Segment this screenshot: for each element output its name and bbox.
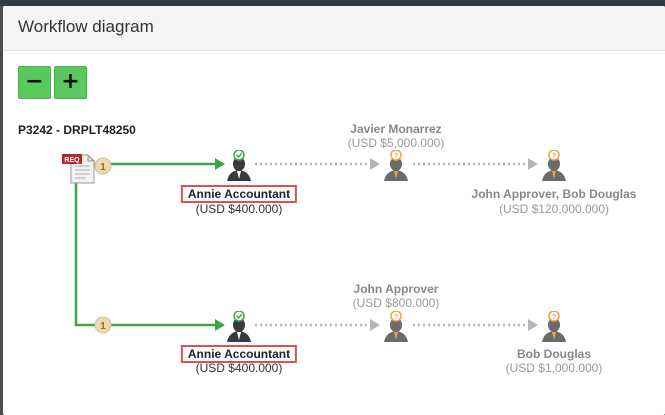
arrow-row1-approved [215,158,225,170]
row2-approver1-name[interactable]: Annie Accountant [180,345,298,363]
arrow-row2-approved [215,319,225,331]
row2-approver3-name: Bob Douglas [517,347,591,361]
pending-user-icon[interactable]: ? [538,150,570,182]
step-number-badge: 1 [94,316,112,334]
pending-user-icon[interactable]: ? [538,311,570,343]
approved-user-icon[interactable] [223,150,255,182]
svg-text:?: ? [394,153,398,160]
row2-approver2-amount: (USD $800.000) [352,296,440,310]
svg-text:1: 1 [100,321,106,332]
zoom-out-button[interactable]: − [18,66,51,99]
arrow-row2-pending-1 [370,319,380,331]
arrow-row1-pending-2 [528,158,538,170]
svg-text:?: ? [552,153,556,160]
row2-approver1: Annie Accountant [180,345,298,363]
request-id: P3242 - DRPLT48250 [18,123,136,137]
path-row2-approved [74,183,215,327]
svg-text:?: ? [394,314,398,321]
background-app-bar [0,0,665,6]
workflow-connectors [74,158,538,331]
zoom-in-button[interactable]: + [54,66,87,99]
row2-approver3-amount: (USD $1,000.000) [505,361,603,375]
step-number-badge: 1 [94,157,112,175]
row2-approver2-name: John Approver [353,282,439,296]
row1-approver1: Annie Accountant [180,185,298,203]
row2-approver1-amount: (USD $400.000) [195,361,283,375]
pending-user-icon[interactable]: ? [380,150,412,182]
pending-user-icon[interactable]: ? [380,311,412,343]
workflow-modal: Workflow diagram − + P3242 - DRPLT48250 … [3,6,665,415]
row1-approver3-amount: (USD $120,000.000) [498,202,610,216]
row1-approver2-amount: (USD $5,000.000) [347,136,445,150]
row1-approver1-name[interactable]: Annie Accountant [180,185,298,203]
svg-text:?: ? [552,314,556,321]
request-document-icon[interactable]: REQ [61,151,97,185]
arrow-row1-pending-1 [370,158,380,170]
arrow-row2-pending-2 [528,319,538,331]
row1-approver2-name: Javier Monarrez [350,122,442,136]
modal-header: Workflow diagram [3,6,665,51]
modal-title: Workflow diagram [18,17,154,36]
row1-approver3-name: John Approver, Bob Douglas [471,187,637,201]
approved-user-icon[interactable] [223,311,255,343]
row1-approver1-amount: (USD $400.000) [195,202,283,216]
svg-text:REQ: REQ [64,157,80,164]
svg-text:1: 1 [100,162,106,173]
